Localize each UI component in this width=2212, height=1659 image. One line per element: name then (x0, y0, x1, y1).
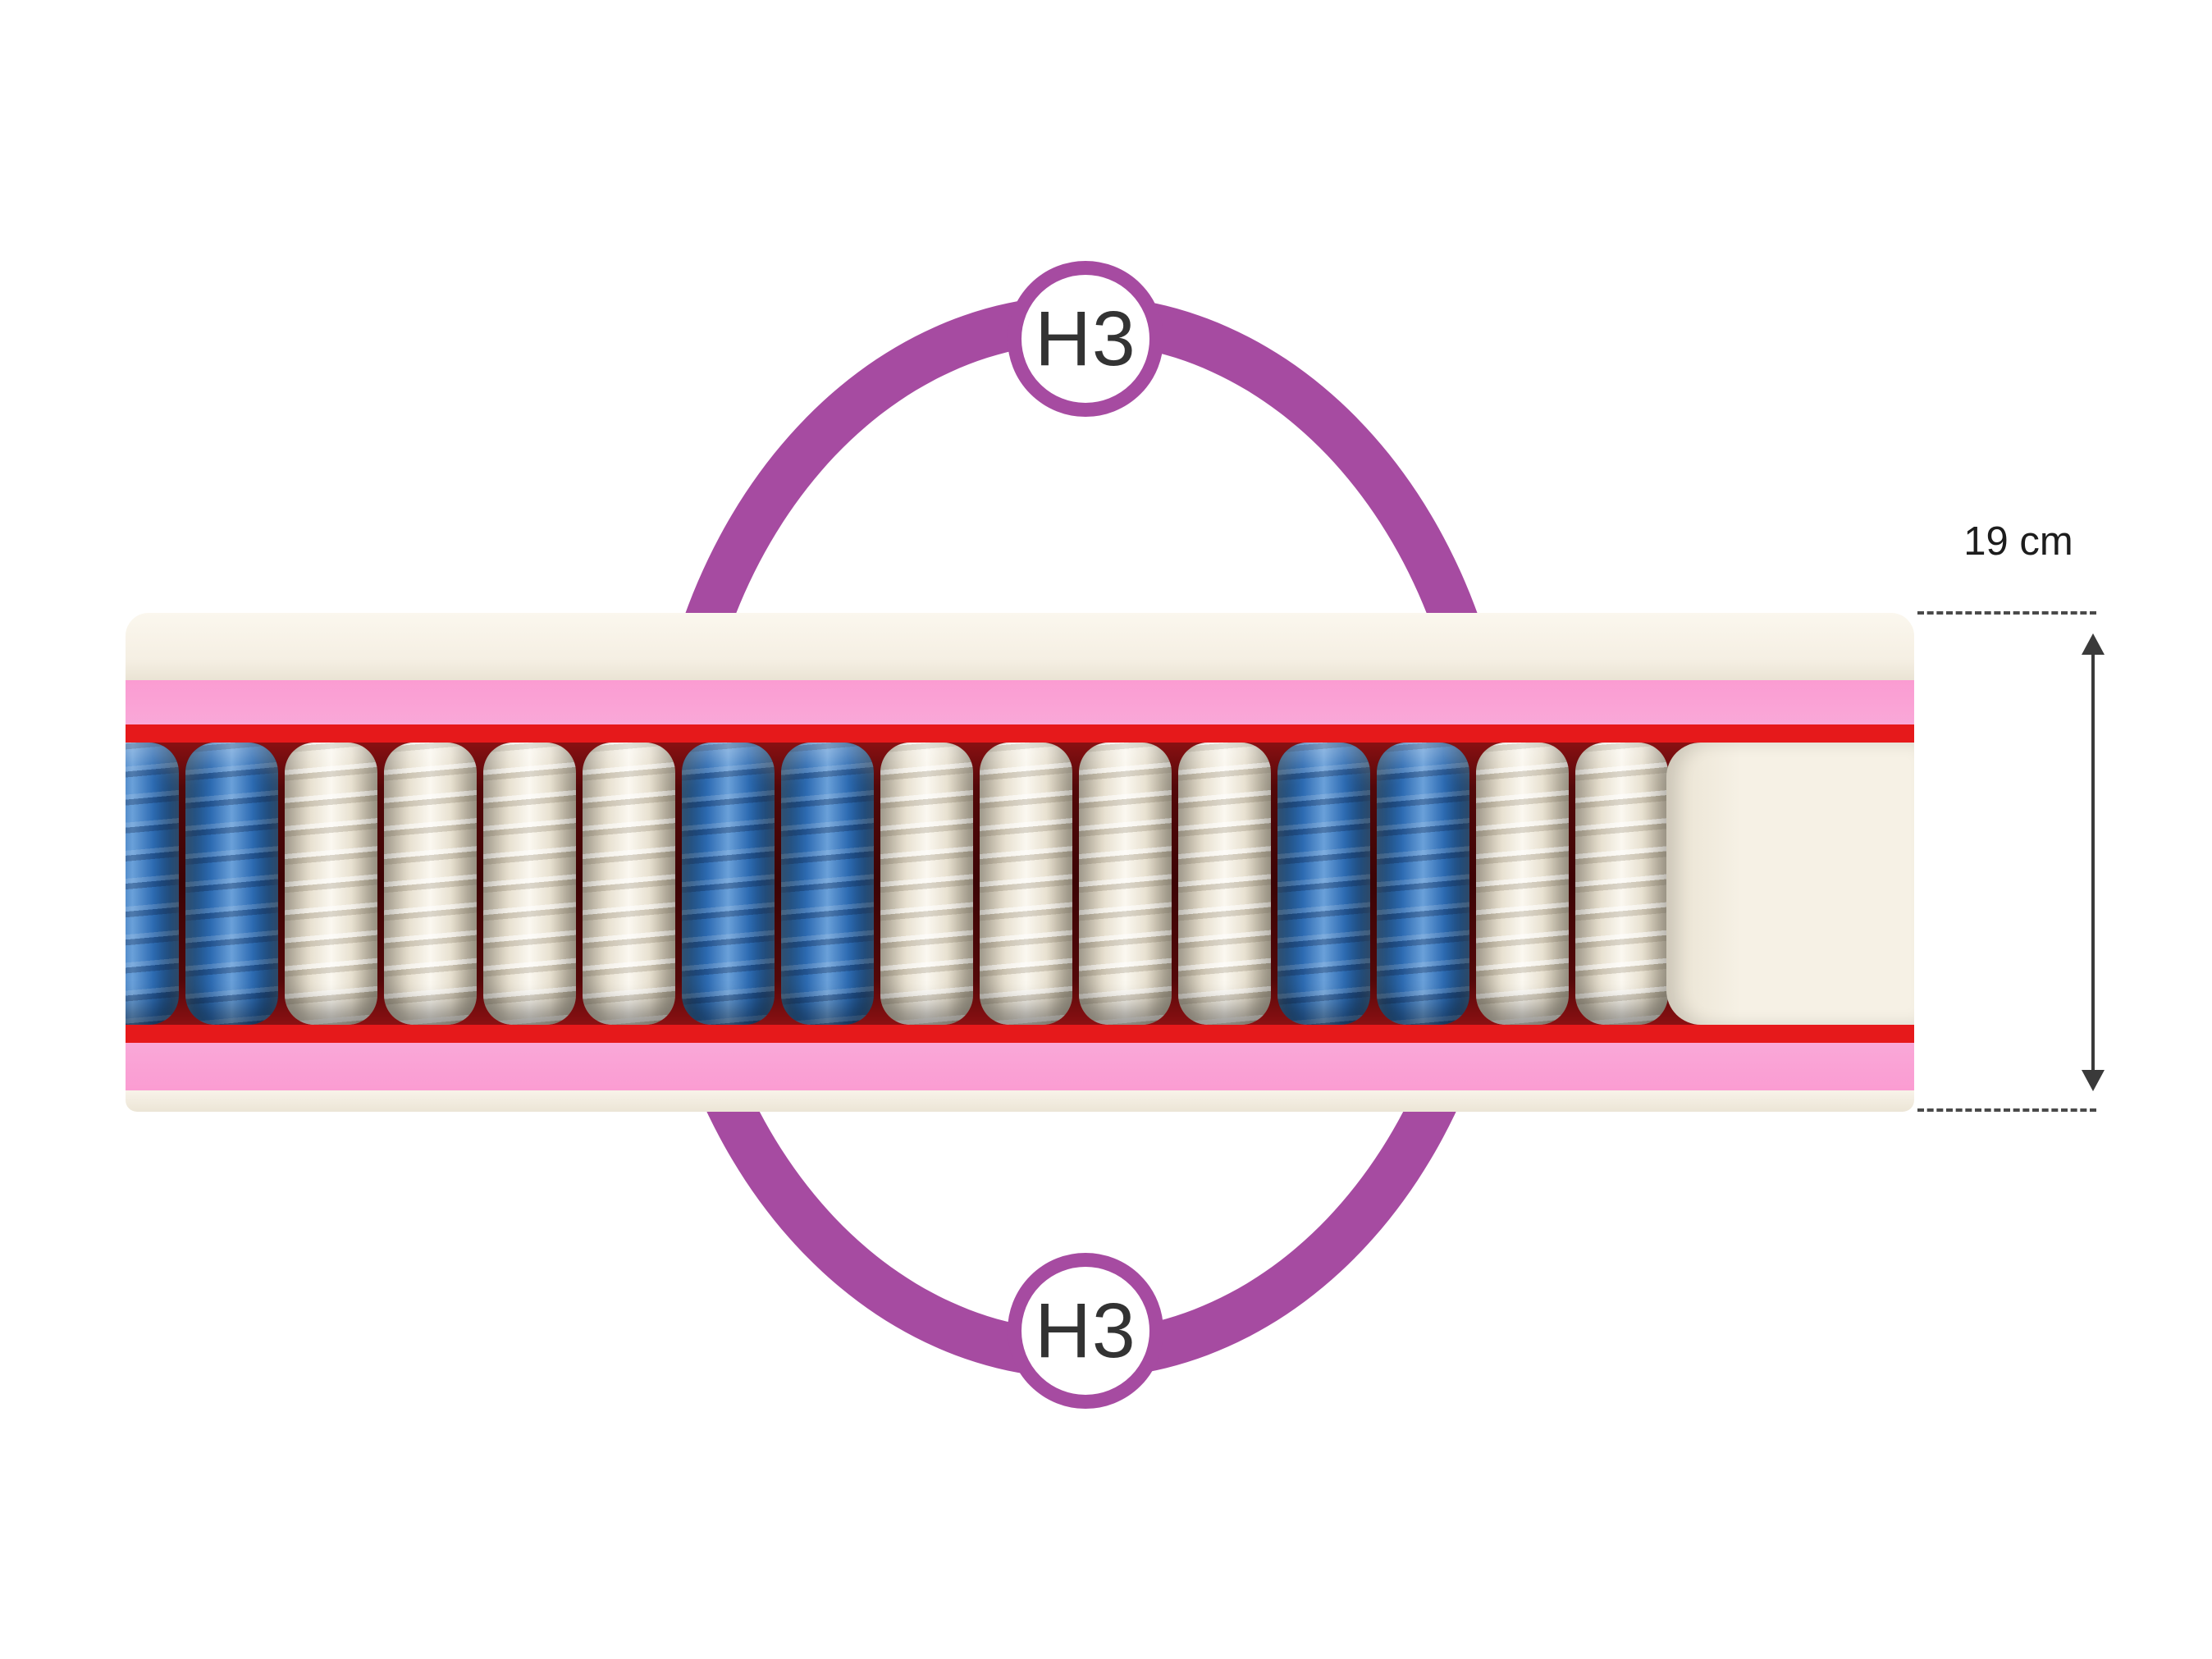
pocket-spring-blue (185, 743, 278, 1025)
pocket-spring-white (880, 743, 973, 1025)
pocket-spring-white (1178, 743, 1271, 1025)
pocket-spring-white (1079, 743, 1172, 1025)
upper-red-support-layer (126, 724, 1914, 743)
firmness-badge-bottom-label: H3 (1035, 1287, 1136, 1374)
pocket-spring-blue (1277, 743, 1370, 1025)
pocket-spring-white (980, 743, 1072, 1025)
pocket-spring-white (583, 743, 675, 1025)
lower-pink-foam-layer (126, 1043, 1914, 1090)
pocket-spring-white (1476, 743, 1569, 1025)
pocket-spring-white (384, 743, 477, 1025)
height-dimension-arrow (2079, 633, 2107, 1091)
pocket-spring-white (285, 743, 377, 1025)
arrow-line (2091, 650, 2095, 1075)
pocket-spring-core (126, 743, 1914, 1025)
upper-pink-foam-layer (126, 680, 1914, 724)
firmness-badge-top-label: H3 (1035, 295, 1136, 382)
pocket-spring-white (1575, 743, 1668, 1025)
pocket-spring-blue (682, 743, 775, 1025)
height-dimension-label: 19 cm (1963, 519, 2073, 564)
pocket-spring-blue (1377, 743, 1469, 1025)
mattress-cross-section (126, 613, 1914, 1112)
lower-red-support-layer (126, 1025, 1914, 1043)
dimension-dash-bottom (1917, 1108, 2096, 1112)
pocket-spring-blue (781, 743, 874, 1025)
arrowhead-down-icon (2082, 1070, 2105, 1091)
dimension-dash-top (1917, 611, 2096, 615)
coil-row (126, 743, 1668, 1025)
pocket-spring-blue (126, 743, 179, 1025)
foam-end-cap (1666, 743, 1914, 1025)
bottom-cover-layer (126, 1090, 1914, 1112)
pocket-spring-white (483, 743, 576, 1025)
top-comfort-layer (126, 613, 1914, 680)
firmness-badge-bottom: H3 (1008, 1253, 1163, 1409)
firmness-badge-top: H3 (1008, 261, 1163, 417)
